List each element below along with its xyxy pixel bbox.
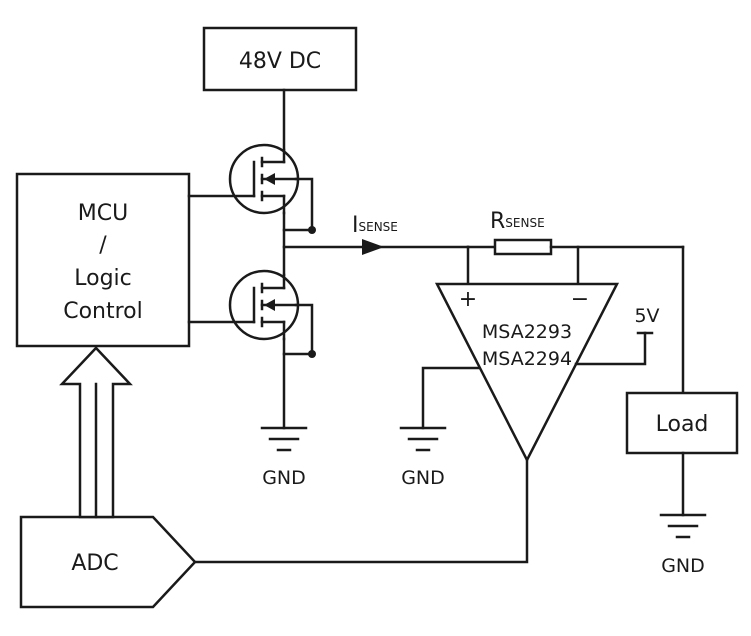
load-ground-label: GND <box>661 555 705 577</box>
ground-symbol-load <box>659 513 707 539</box>
amp-plus-label: + <box>459 287 477 312</box>
mcu-label-3: Logic <box>74 266 132 291</box>
fet-ground-label: GND <box>262 467 306 489</box>
resistor-label: RSENSE <box>490 209 545 234</box>
load-label: Load <box>656 412 709 437</box>
sense-resistor <box>493 238 553 256</box>
low-side-body-wire <box>294 303 314 356</box>
mcu-box <box>15 172 191 348</box>
sense-amplifier: + − MSA2293 MSA2294 <box>434 282 620 463</box>
supply-box <box>202 26 358 92</box>
current-arrow <box>362 239 384 255</box>
junction-dot <box>308 350 316 358</box>
amp-part-1: MSA2293 <box>482 321 572 343</box>
current-label: ISENSE <box>352 213 398 238</box>
amp-output-wire <box>193 458 529 564</box>
ground-symbol-amp <box>399 426 447 452</box>
low-side-body-arrow <box>264 299 275 311</box>
amp-supply-wire <box>574 331 647 366</box>
supply-label: 48V DC <box>239 49 321 74</box>
amplifier-triangle <box>434 282 620 463</box>
low-side-mosfet <box>228 269 300 341</box>
junction-dot <box>308 226 316 234</box>
load-block: Load <box>625 391 739 455</box>
high-side-mosfet <box>228 143 300 215</box>
ground-symbol-fet <box>260 426 308 452</box>
adc-shape <box>19 515 197 609</box>
load-box <box>625 391 739 455</box>
amp-ground-wire <box>421 366 480 430</box>
mcu-label-1: MCU <box>78 201 128 226</box>
high-side-body-wire <box>294 177 314 232</box>
supply-48v-block: 48V DC <box>202 26 358 92</box>
high-side-body-arrow <box>264 173 275 185</box>
mcu-block: MCU / Logic Control <box>15 172 191 348</box>
amp-ground-label: GND <box>401 467 445 489</box>
adc-label: ADC <box>71 551 118 576</box>
amp-minus-label: − <box>571 287 589 312</box>
amp-part-2: MSA2294 <box>482 348 572 370</box>
mcu-label-4: Control <box>63 299 143 324</box>
adc-block: ADC <box>19 515 197 609</box>
vref-label: 5V <box>634 305 659 327</box>
mcu-label-2: / <box>99 233 107 258</box>
